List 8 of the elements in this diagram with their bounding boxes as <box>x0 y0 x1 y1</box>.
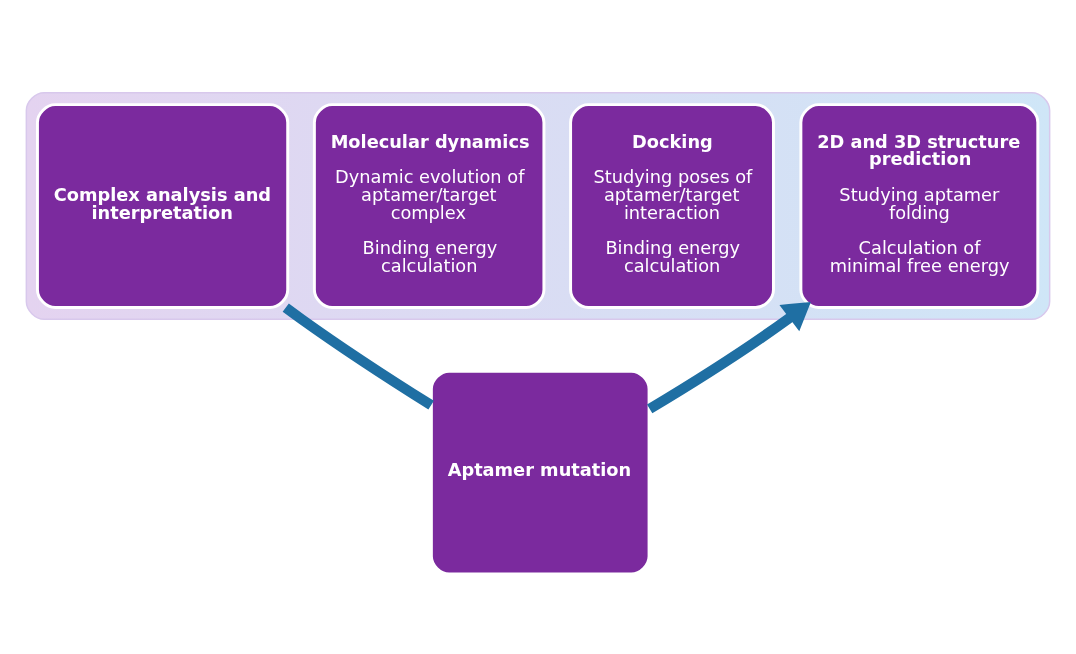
node-box: Complex analysis and interpretation <box>35 102 290 309</box>
arrow <box>647 301 811 413</box>
cluster <box>25 91 1051 320</box>
node-box: Docking Studying poses of aptamer/target interaction Binding energy calculation <box>569 102 775 309</box>
node-box: 2D and 3D structure prediction Studying aptamer folding Calculation of minimal free energy <box>799 102 1040 309</box>
node-box: Aptamer mutation <box>429 369 651 576</box>
node-box: Molecular dynamics Dynamic evolution of aptamer/target complex Binding energy calculation <box>312 102 546 309</box>
connector <box>282 302 434 410</box>
